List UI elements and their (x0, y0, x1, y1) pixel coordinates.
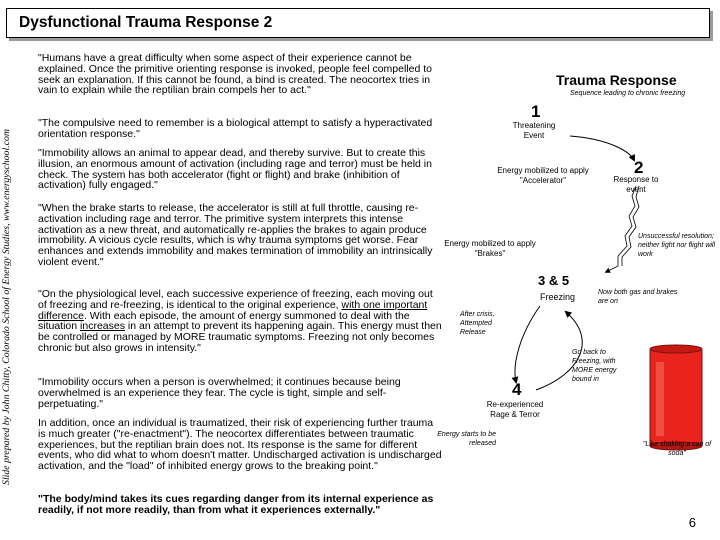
diagram-subheading: Sequence leading to chronic freezing (570, 90, 686, 97)
node-1-number: 1 (531, 102, 541, 121)
p5-underline-1: with one important difference (38, 298, 428, 322)
arrow-1-to-2 (569, 135, 635, 162)
trauma-response-diagram: Trauma Response Sequence leading to chro… (437, 44, 720, 540)
quote-paragraph-5: "On the physiological level, each succes… (38, 289, 442, 354)
soda-can-icon (649, 344, 703, 451)
p5-text-b: . With each episode, the amount of energ… (38, 309, 410, 333)
quote-paragraph-6: "Immobility occurs when a person is over… (38, 376, 401, 410)
quote-paragraph-4: "When the brake starts to release, the a… (38, 202, 433, 268)
gas-and-brakes-note: Now both gas and brakes are on (598, 289, 678, 305)
p5-text-a: "On the physiological level, each succes… (38, 288, 433, 311)
p5-underline-2: increases (80, 320, 125, 333)
arrow-2-to-35-b (621, 185, 640, 266)
page-number: 6 (688, 515, 696, 530)
node-1-label: Threatening Event (512, 121, 556, 140)
energy-released-note: Energy starts to be released (437, 431, 496, 447)
unsuccessful-resolution-note: Unsuccessful resolution; neither fight n… (638, 233, 716, 258)
node-35-label: Freezing (540, 292, 576, 302)
quote-paragraph-7: In addition, once an individual is traum… (38, 417, 442, 473)
arrow-2-to-35 (604, 185, 637, 273)
go-back-note: Go back to Freezing, with MORE energy bo… (572, 349, 617, 383)
energy-brakes-label: Energy mobilized to apply "Brakes" (444, 239, 536, 258)
node-2-label: Response to event (613, 175, 659, 194)
quote-paragraph-2: "The compulsive need to remember is a bi… (38, 117, 433, 140)
arrow-4-to-35 (535, 310, 583, 391)
node-35-number: 3 & 5 (538, 273, 570, 288)
quote-paragraph-3: "Immobility allows an animal to appear d… (38, 147, 432, 192)
after-crisis-note: After crisis, Attempted Release (460, 311, 495, 336)
title-box: Dysfunctional Trauma Response 2 (6, 8, 710, 38)
slide-title: Dysfunctional Trauma Response 2 (19, 14, 273, 31)
node-4-number: 4 (512, 380, 522, 399)
energy-accelerator-label: Energy mobilized to apply "Accelerator" (497, 166, 589, 185)
node-4-label: Re-experienced Rage & Terror (486, 400, 544, 419)
side-credit: Slide prepared by John Chitty, Colorado … (1, 129, 12, 485)
soda-caption: "Like shaking a can of soda" (642, 441, 712, 457)
quote-paragraph-1: "Humans have a great difficulty when som… (38, 52, 432, 97)
p5-text-c: in an attempt to prevent its happening a… (38, 320, 442, 354)
quote-paragraph-8: "The body/mind takes its cues regarding … (38, 493, 434, 516)
node-2-number: 2 (634, 158, 644, 177)
diagram-heading: Trauma Response (556, 72, 677, 88)
arrow-35-to-4 (511, 305, 541, 384)
diagram-arrows (511, 135, 703, 451)
